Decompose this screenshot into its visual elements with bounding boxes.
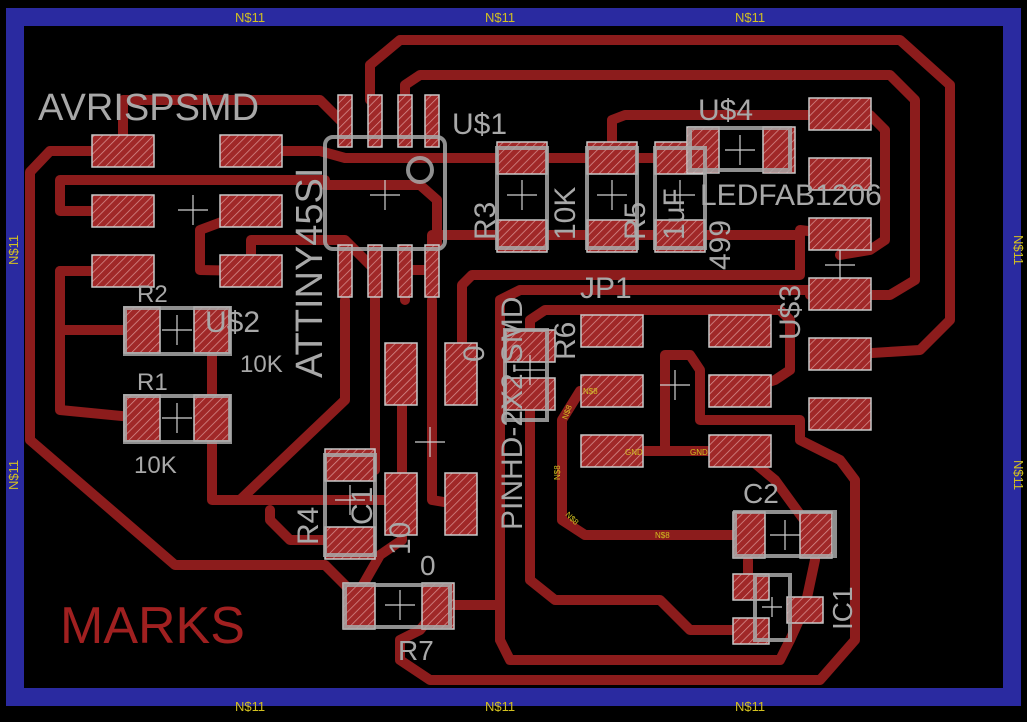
svg-text:R3: R3: [469, 202, 502, 240]
svg-text:N$8: N$8: [583, 387, 598, 396]
svg-text:N$11: N$11: [1011, 460, 1026, 490]
svg-text:N$8: N$8: [655, 531, 670, 540]
svg-text:ATTINY45SI: ATTINY45SI: [289, 168, 331, 378]
svg-text:10K: 10K: [134, 452, 177, 479]
svg-text:JP1: JP1: [580, 272, 632, 305]
svg-text:R1: R1: [137, 369, 168, 396]
svg-text:0: 0: [458, 345, 491, 362]
svg-text:R5: R5: [619, 202, 652, 240]
svg-text:U$4: U$4: [698, 94, 753, 127]
svg-text:C1: C1: [346, 487, 379, 525]
svg-text:1uF: 1uF: [658, 188, 691, 240]
svg-text:N$11: N$11: [485, 699, 515, 714]
svg-text:GND: GND: [625, 448, 643, 457]
svg-text:R7: R7: [398, 635, 434, 666]
svg-text:C2: C2: [743, 478, 779, 509]
svg-text:LEDFAB1206: LEDFAB1206: [700, 179, 882, 212]
board-outline-net: [6, 8, 1021, 706]
svg-text:U$1: U$1: [452, 108, 507, 141]
component-labels: AVRISPSMD U$2 R2 10K R1 10K ATTINY45SI U…: [38, 87, 882, 666]
svg-text:499: 499: [704, 220, 737, 270]
svg-text:IC1: IC1: [827, 586, 858, 630]
svg-text:U$3: U$3: [774, 285, 807, 340]
svg-text:N$11: N$11: [6, 235, 21, 265]
svg-text:10: 10: [384, 522, 417, 555]
svg-text:GND: GND: [690, 448, 708, 457]
label-avrisp: AVRISPSMD: [38, 87, 259, 129]
svg-text:N$8: N$8: [553, 465, 562, 480]
marks-label: MARKS: [60, 597, 245, 655]
svg-text:10K: 10K: [549, 187, 582, 240]
svg-text:PINHD-2X2-SMD: PINHD-2X2-SMD: [496, 297, 529, 530]
svg-text:N$11: N$11: [6, 460, 21, 490]
svg-text:N$11: N$11: [485, 10, 515, 25]
svg-text:R6: R6: [549, 322, 582, 360]
svg-text:N$11: N$11: [1011, 235, 1026, 265]
svg-text:N$11: N$11: [735, 699, 765, 714]
svg-text:0: 0: [420, 550, 436, 581]
silkscreen: [123, 126, 855, 642]
svg-text:R2: R2: [137, 281, 168, 308]
svg-text:10K: 10K: [240, 351, 283, 378]
svg-text:R4: R4: [292, 507, 325, 545]
svg-text:N$11: N$11: [735, 10, 765, 25]
svg-text:U$2: U$2: [205, 306, 260, 339]
svg-text:N$11: N$11: [235, 10, 265, 25]
svg-text:N$11: N$11: [235, 699, 265, 714]
